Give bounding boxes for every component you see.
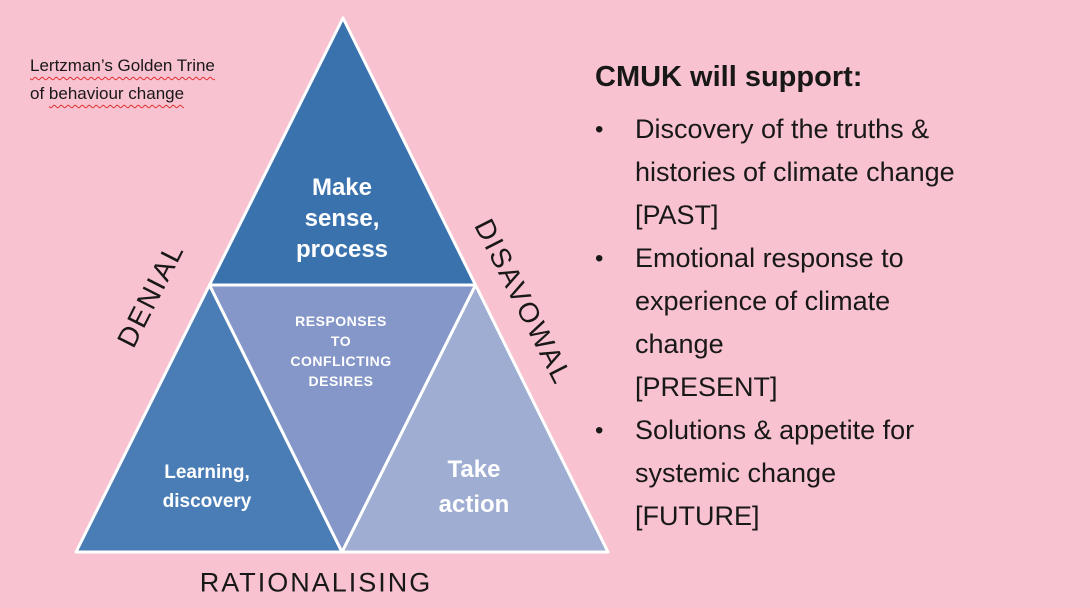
bullet-item-past: • Discovery of the truths & histories of… — [595, 108, 1065, 237]
edge-label-rationalising: RATIONALISING — [199, 567, 433, 598]
bullet-text-past: Discovery of the truths & histories of c… — [635, 114, 955, 230]
caption-line-2: of behaviour change — [30, 80, 215, 108]
bullet-item-future: • Solutions & appetite for systemic chan… — [595, 409, 1065, 538]
caption-line-2-prefix: of — [30, 84, 49, 103]
bullet-marker: • — [595, 116, 604, 143]
caption-line-2-underlined: behaviour change — [48, 84, 185, 103]
bullet-item-present: • Emotional response to experience of cl… — [595, 237, 1065, 409]
label-responses-conflicting-desires: RESPONSES TO CONFLICTING DESIRES — [290, 313, 392, 389]
support-bullet-list: • Discovery of the truths & histories of… — [595, 108, 1065, 538]
support-panel: CMUK will support: • Discovery of the tr… — [595, 58, 1065, 538]
support-heading: CMUK will support: — [595, 61, 863, 93]
caption-line-1: Lertzman’s Golden Trine — [30, 56, 215, 75]
bullet-text-future: Solutions & appetite for systemic change… — [635, 415, 915, 531]
bullet-marker: • — [595, 417, 604, 444]
bullet-marker: • — [595, 245, 604, 272]
label-make-sense-process: Make sense, process — [295, 174, 389, 263]
label-learning-discovery: Learning, discovery — [162, 462, 252, 512]
diagram-caption: Lertzman’s Golden Trine of behaviour cha… — [30, 52, 215, 108]
bullet-text-present: Emotional response to experience of clim… — [635, 243, 904, 402]
label-take-action: Take action — [438, 456, 510, 518]
triangle-responses-center — [208, 283, 477, 554]
